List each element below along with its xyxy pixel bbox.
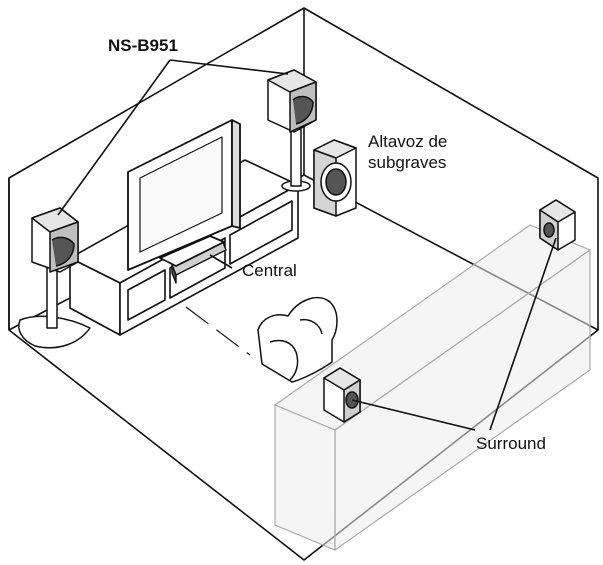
front-left-speaker [18, 207, 91, 349]
leader-lines [57, 59, 557, 431]
subwoofer-label-line1: Altavoz de [368, 132, 448, 151]
television [127, 119, 241, 271]
subwoofer-label-line2: subgraves [368, 153, 447, 172]
surround-shelf [273, 224, 592, 552]
armchair [257, 296, 338, 383]
subwoofer [313, 139, 357, 217]
listening-line [185, 306, 251, 356]
front-right-speaker [267, 69, 317, 192]
surround-speaker-left [323, 367, 361, 423]
center-label: Central [242, 261, 297, 280]
surround-speaker-right [539, 199, 576, 251]
front-speakers-label: NS-B951 [108, 36, 178, 55]
surround-label: Surround [476, 434, 546, 453]
